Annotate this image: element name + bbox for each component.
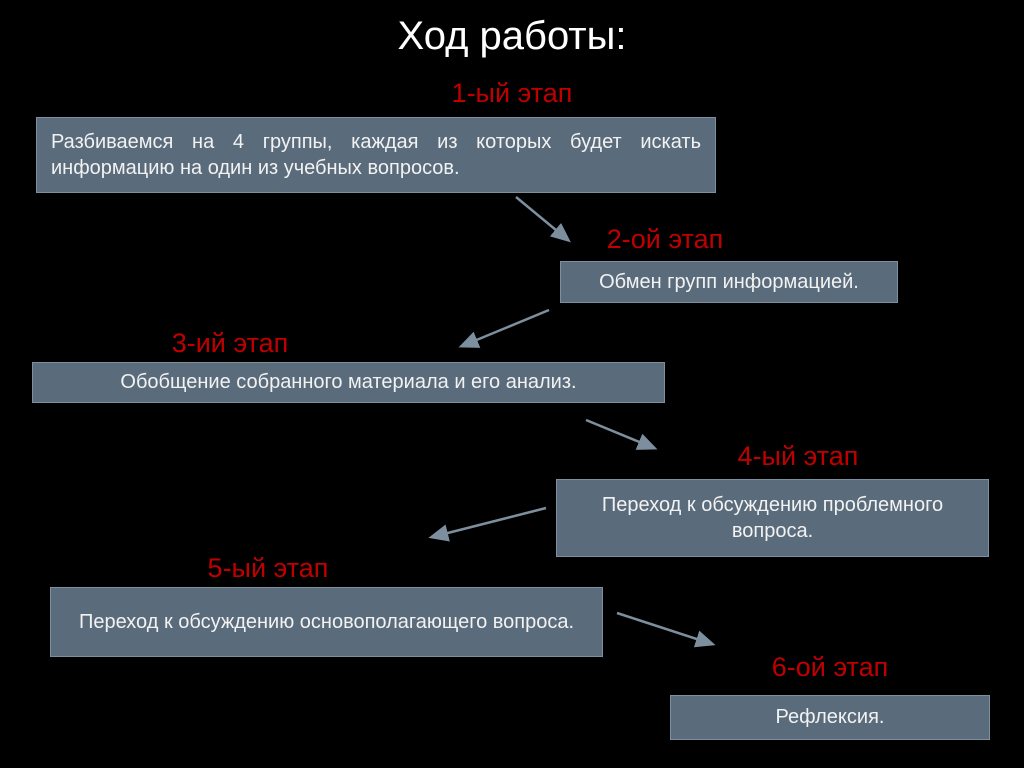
arrow-stage2-to-stage3-icon xyxy=(458,308,550,348)
stage-3-box: Обобщение собранного материала и его ана… xyxy=(32,362,665,403)
stage-5-label: 5-ый этап xyxy=(207,553,329,583)
stage-1-text: Разбиваемся на 4 группы, каждая из котор… xyxy=(51,130,701,179)
stage-3-label: 3-ий этап xyxy=(171,328,289,358)
stage-1-box: Разбиваемся на 4 группы, каждая из котор… xyxy=(36,117,716,193)
stage-1-label: 1-ый этап xyxy=(451,78,573,108)
stage-5-box: Переход к обсуждению основополагающего в… xyxy=(50,587,603,657)
stage-6-text: Рефлексия. xyxy=(775,706,885,729)
stage-2-label: 2-ой этап xyxy=(606,224,724,254)
arrow-stage4-to-stage5-icon xyxy=(428,506,547,542)
stage-2-text: Обмен групп информацией. xyxy=(599,270,859,293)
stage-4-text: Переход к обсуждению проблемного вопроса… xyxy=(601,493,944,542)
stage-4-box: Переход к обсуждению проблемного вопроса… xyxy=(556,479,989,557)
arrow-stage3-to-stage4-icon xyxy=(585,418,658,450)
stage-4-label: 4-ый этап xyxy=(737,441,859,471)
stage-3-text: Обобщение собранного материала и его ана… xyxy=(120,371,577,394)
stage-5-text: Переход к обсуждению основополагающего в… xyxy=(78,610,575,633)
arrow-stage5-to-stage6-icon xyxy=(616,611,716,648)
slide-title: Ход работы: xyxy=(397,14,627,58)
stage-6-label: 6-ой этап xyxy=(771,652,889,682)
stage-2-box: Обмен групп информацией. xyxy=(560,261,898,303)
stage-6-box: Рефлексия. xyxy=(670,695,990,740)
